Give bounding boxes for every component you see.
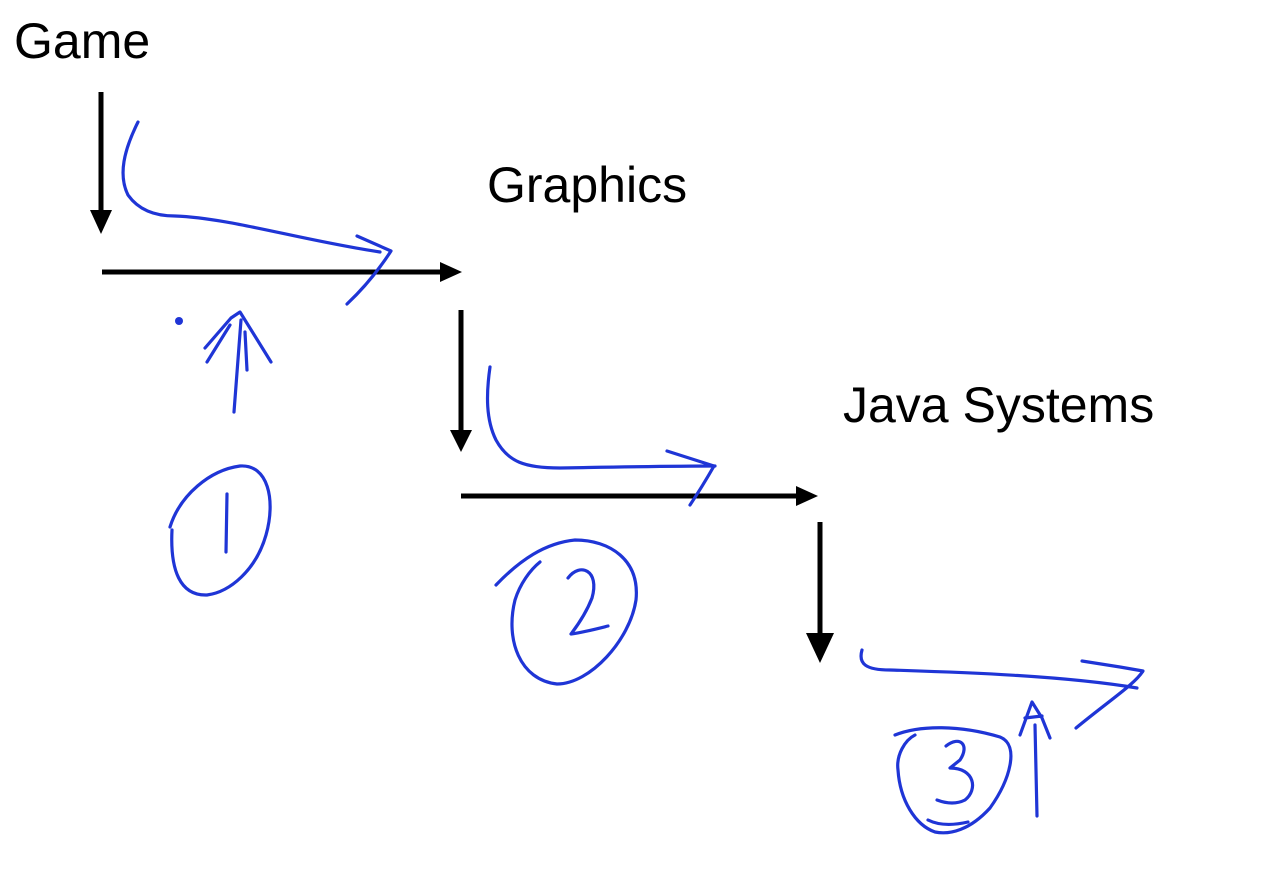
path-arrowhead-3	[1074, 659, 1145, 730]
up-arrow-1	[203, 310, 273, 414]
down-arrowhead-level-3	[806, 633, 834, 663]
circled-number-3-ring	[893, 726, 1013, 835]
circled-number-2-digit	[566, 568, 610, 636]
level-label-game: Game	[14, 13, 151, 69]
level-label-java-systems: Java Systems	[843, 377, 1155, 433]
level-label-graphics: Graphics	[487, 157, 688, 213]
circled-number-3-underline	[926, 818, 970, 826]
circled-number-1-ring	[168, 464, 272, 597]
level-1-axes	[90, 92, 462, 282]
handwritten-annotations-level-3	[859, 648, 1145, 835]
level-3-axes	[806, 522, 834, 663]
right-arrowhead-level-1	[440, 262, 462, 282]
curved-path-arrow-1	[121, 120, 382, 254]
down-arrowhead-level-2	[450, 430, 472, 452]
up-arrow-3	[1018, 700, 1052, 818]
right-arrowhead-level-2	[796, 486, 818, 506]
handwritten-annotations-level-2	[485, 365, 717, 686]
circled-number-3-digit	[935, 739, 975, 805]
level-2-axes	[450, 310, 818, 506]
circled-number-2-ring	[494, 538, 638, 686]
circled-number-1-digit	[224, 492, 229, 554]
down-arrowhead-level-1	[90, 210, 112, 234]
curved-path-arrow-2	[485, 365, 717, 470]
path-arrow-3	[859, 648, 1139, 690]
curved-path-arrowhead-1	[345, 234, 393, 306]
ink-dot	[175, 317, 183, 325]
curved-path-arrowhead-2	[665, 449, 716, 507]
handwritten-annotations-level-1	[121, 120, 393, 597]
